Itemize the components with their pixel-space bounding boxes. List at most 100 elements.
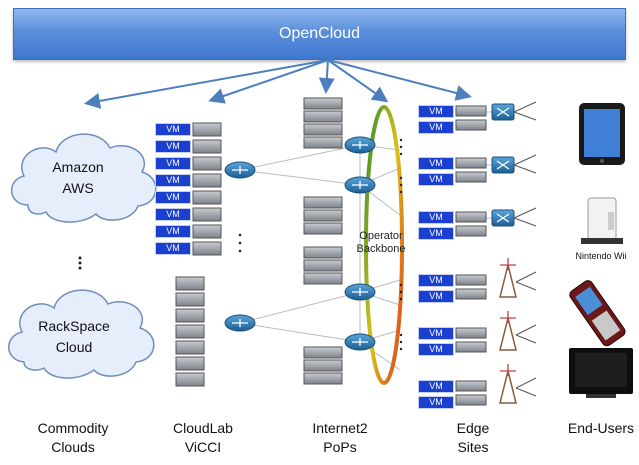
vm-box: VM [418, 173, 454, 186]
vm-box: VM [155, 157, 191, 170]
vm-label: VM [429, 381, 443, 391]
vm-box: VM [155, 191, 191, 204]
vm-label: VM [166, 192, 180, 202]
edge-servers [455, 105, 487, 406]
operator-backbone-label: Operator Backbone [351, 230, 411, 256]
router-icon [224, 161, 256, 179]
vm-label: VM [166, 141, 180, 151]
column-label-line-1: CloudLab [173, 420, 233, 436]
cloud-amazon-label: Amazon AWS [28, 157, 128, 199]
operator-backbone-ring [364, 105, 404, 385]
cell-tower-icon [499, 311, 537, 351]
vm-label: VM [429, 174, 443, 184]
vm-box: VM [155, 123, 191, 136]
vm-box: VM [418, 396, 454, 409]
vm-box: VM [155, 174, 191, 187]
vm-label: VM [429, 397, 443, 407]
switch-icon [491, 101, 537, 121]
vm-box: VM [418, 121, 454, 134]
backbone-line-1: Operator [359, 230, 403, 242]
arrow-to-cloudlab [208, 59, 329, 104]
distribution-arrows [84, 59, 472, 109]
cloud-amazon-name: Amazon [52, 159, 104, 175]
cloud-rackspace-name: RackSpace [38, 318, 110, 334]
arrow-to-edge [327, 59, 472, 101]
pop-stack-1 [303, 97, 343, 149]
vm-box: VM [418, 343, 454, 356]
vm-label: VM [166, 209, 180, 219]
cloud-amazon [11, 133, 157, 223]
vm-label: VM [429, 328, 443, 338]
cloudlab-rack-top [192, 122, 222, 256]
pop-stack-2 [303, 196, 343, 235]
column-label-line-1: End-Users [567, 420, 635, 436]
vm-label: VM [429, 122, 443, 132]
tablet-icon [579, 103, 625, 165]
vm-label: VM [166, 124, 180, 134]
cell-tower-icon [499, 258, 537, 298]
vm-label: VM [166, 158, 180, 168]
backbone-line-2: Backbone [356, 243, 406, 255]
vm-box: VM [155, 242, 191, 255]
column-label-end-users: End-Users [563, 419, 639, 438]
arrow-to-clouds [84, 59, 329, 109]
vm-label: VM [429, 228, 443, 238]
router-icon [344, 333, 376, 351]
vm-label: VM [166, 226, 180, 236]
cloudlab-ellipsis [238, 233, 242, 253]
pop-ellipsis [399, 138, 403, 351]
vm-box: VM [418, 274, 454, 287]
column-label-line-2: ViCCI [184, 439, 222, 455]
cloud-ellipsis [78, 256, 82, 270]
opencloud-banner: OpenCloud [13, 8, 626, 60]
router-icon [344, 136, 376, 154]
router-icon [344, 283, 376, 301]
cloud-rackspace [8, 289, 155, 379]
vm-box: VM [155, 208, 191, 221]
vm-label: VM [429, 344, 443, 354]
mobile-phone-icon [569, 280, 626, 347]
vm-box: VM [418, 380, 454, 393]
vm-label: VM [166, 175, 180, 185]
vm-box: VM [155, 140, 191, 153]
cloud-rackspace-sub: Cloud [55, 339, 93, 355]
switch-icon [491, 154, 537, 174]
arrow-to-backbone [327, 59, 389, 103]
column-label-line-1: Internet2 [312, 420, 368, 436]
column-label-line-1: Commodity [37, 420, 109, 436]
arrow-to-pops [318, 59, 335, 94]
pop-stack-3 [303, 246, 343, 285]
column-label-internet2: Internet2 PoPs [300, 419, 380, 457]
cloud-amazon-sub: AWS [62, 180, 94, 196]
router-icon [224, 314, 256, 332]
router-icon [344, 176, 376, 194]
banner-title: OpenCloud [279, 25, 360, 42]
vm-box: VM [418, 157, 454, 170]
pop-stack-4 [303, 346, 343, 385]
column-label-line-1: Edge [456, 420, 490, 436]
column-label-commodity-clouds: Commodity Clouds [18, 419, 128, 457]
column-label-line-2: PoPs [323, 439, 357, 455]
vm-label: VM [429, 275, 443, 285]
vm-box: VM [155, 225, 191, 238]
vm-label: VM [166, 243, 180, 253]
cloud-rackspace-label: RackSpace Cloud [24, 316, 124, 358]
television-icon [569, 348, 633, 398]
column-label-line-2: Clouds [51, 439, 95, 455]
vm-box: VM [418, 105, 454, 118]
cloudlab-rack-bottom [175, 276, 205, 387]
vm-box: VM [418, 327, 454, 340]
vm-box: VM [418, 290, 454, 303]
cell-tower-icon [499, 364, 537, 404]
column-label-edge-sites: Edge Sites [438, 419, 508, 457]
vm-box: VM [418, 211, 454, 224]
game-console-icon [581, 197, 623, 244]
switch-icon [491, 207, 537, 227]
vm-label: VM [429, 212, 443, 222]
nintendo-wii-label: Nintendo Wii [575, 251, 627, 261]
vm-label: VM [429, 291, 443, 301]
vm-label: VM [429, 106, 443, 116]
column-label-cloudlab: CloudLab ViCCI [158, 419, 248, 457]
